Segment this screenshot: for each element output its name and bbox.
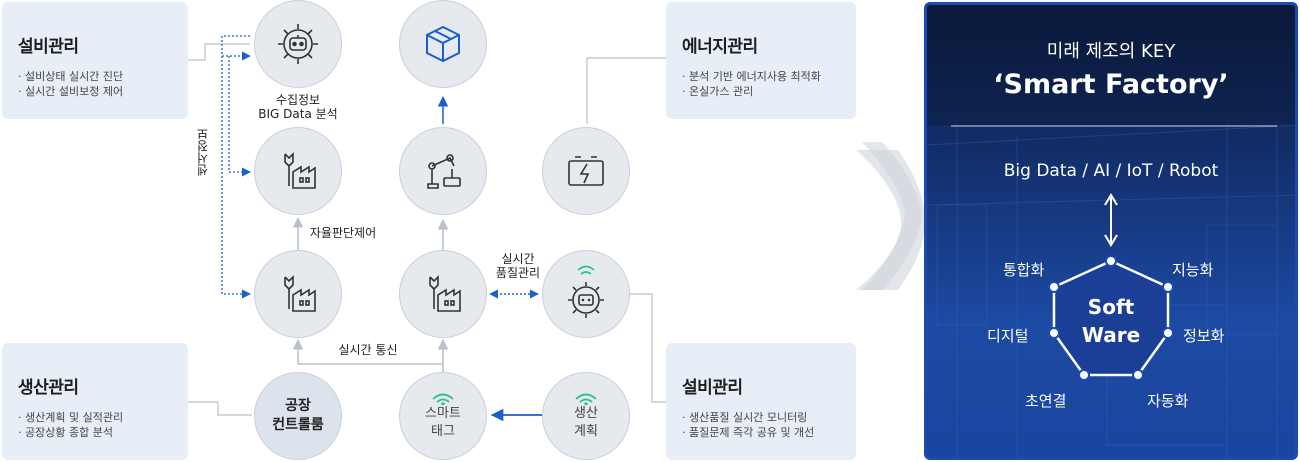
collect-text: 수집정보 <box>275 93 321 107</box>
factory-wrench-icon <box>429 275 461 312</box>
box-line: · 설비상태 실시간 진단 <box>18 70 124 83</box>
factory-background <box>927 5 1295 457</box>
panel-title-line2: ‘Smart Factory’ <box>993 69 1229 100</box>
quality-label: 실시간 품질관리 <box>490 252 546 280</box>
factory-circle-center <box>399 250 487 338</box>
factory-circle-mid <box>254 250 342 338</box>
quality-text-2: 품질관리 <box>495 266 541 280</box>
production-management-box: 생산관리 · 생산계획 및 실적관리 · 공장상황 종합 분석 <box>2 343 188 460</box>
smart-tag-circle: 스마트 태그 <box>399 372 487 460</box>
collect-label: 수집정보 <box>268 93 328 107</box>
box-line: · 생산품질 실시간 모니터링 <box>682 411 808 424</box>
tech-label: Big Data / AI / IoT / Robot <box>1003 161 1219 181</box>
smart-tag-line2: 태그 <box>431 424 455 439</box>
factory-circle-top <box>254 127 342 215</box>
factory-wrench-icon <box>284 152 316 189</box>
production-plan-line1: 생산 <box>574 406 598 421</box>
factory-control-line2: 컨트롤룸 <box>272 417 324 433</box>
box-line: · 품질문제 즉각 공유 및 개선 <box>682 426 815 439</box>
wifi-icon <box>575 393 597 405</box>
box-line: · 생산계획 및 실적관리 <box>18 411 124 424</box>
package-icon <box>426 25 460 63</box>
box-title: 생산관리 <box>18 378 79 398</box>
smart-tag-line1: 스마트 <box>425 406 461 421</box>
energy-management-box: 에너지관리 · 분석 기반 에너지사용 최적화 · 온실가스 관리 <box>666 2 856 119</box>
factory-wrench-icon <box>284 275 316 312</box>
package-circle <box>399 0 487 88</box>
robot-arm-icon <box>427 154 461 189</box>
box-line: · 온실가스 관리 <box>682 85 754 98</box>
autonomous-label: 자율판단제어 <box>303 226 383 240</box>
battery-icon <box>568 156 604 186</box>
factory-control-circle: 공장 컨트롤룸 <box>254 372 342 460</box>
bigdata-text: BIG Data 분석 <box>258 107 338 121</box>
robot-arm-circle <box>399 127 487 215</box>
sensor-text: 센서정보 <box>196 128 210 176</box>
wifi-gear-circle <box>542 250 630 338</box>
panel-title-line1: 미래 제조의 KEY <box>1046 41 1176 62</box>
node-digital: 디지털 <box>987 327 1029 345</box>
sensor-label: 센서정보 <box>196 128 210 176</box>
node-hyperconnect: 초연결 <box>1025 392 1067 410</box>
box-line: · 실시간 설비보정 제어 <box>18 85 124 98</box>
box-title: 에너지관리 <box>682 37 758 57</box>
comm-label: 실시간 통신 <box>328 343 408 357</box>
node-information: 정보화 <box>1183 327 1225 345</box>
center-soft: Soft <box>1087 295 1135 319</box>
factory-control-line1: 공장 <box>285 398 311 414</box>
quality-management-box: 설비관리 · 생산품질 실시간 모니터링 · 품질문제 즉각 공유 및 개선 <box>666 343 856 460</box>
box-line: · 공장상황 종합 분석 <box>18 426 113 439</box>
production-plan-circle: 생산 계획 <box>542 372 630 460</box>
wifi-gear-icon <box>568 265 604 318</box>
autonomous-text: 자율판단제어 <box>309 226 377 240</box>
wifi-icon <box>432 393 454 405</box>
gear-robot-circle <box>254 0 342 88</box>
box-line: · 분석 기반 에너지사용 최적화 <box>682 70 821 83</box>
box-title: 설비관리 <box>682 378 743 398</box>
node-integration: 통합화 <box>1003 261 1045 279</box>
box-title: 설비관리 <box>18 37 79 57</box>
node-intelligence: 지능화 <box>1172 261 1214 279</box>
bigdata-label: BIG Data 분석 <box>244 107 352 121</box>
battery-circle <box>542 127 630 215</box>
heptagon-diagram <box>1048 193 1174 381</box>
center-ware: Ware <box>1081 323 1141 347</box>
gear-robot-icon <box>278 24 318 64</box>
production-plan-line2: 계획 <box>574 424 598 439</box>
quality-text-1: 실시간 <box>501 252 535 266</box>
equipment-management-box: 설비관리 · 설비상태 실시간 진단 · 실시간 설비보정 제어 <box>2 2 188 119</box>
smart-factory-panel: 미래 제조의 KEY ‘Smart Factory’ Big Data / AI… <box>924 2 1298 460</box>
node-automation: 자동화 <box>1147 392 1189 410</box>
comm-text: 실시간 통신 <box>338 343 398 357</box>
